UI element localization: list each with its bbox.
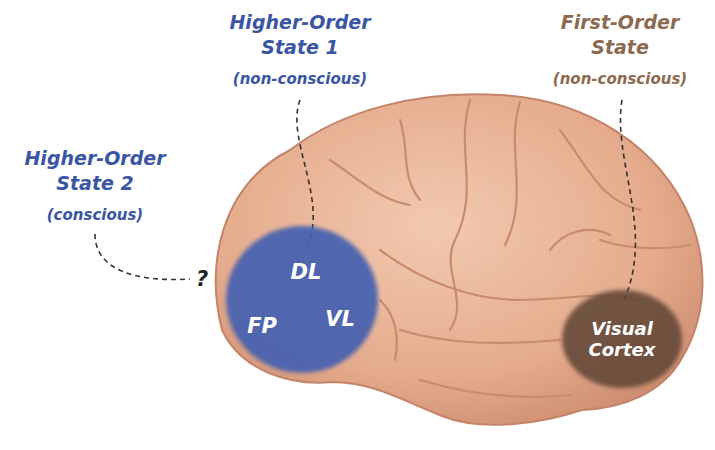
state-note: (non-conscious) [535,70,705,90]
brain-region: Visual Cortex [558,286,686,392]
leader-line [620,100,635,300]
region-label: Visual Cortex [570,319,674,360]
region-label: VL [325,307,355,331]
region-label: FP [247,314,277,338]
state-heading: Higher-Order State 1 [200,10,400,59]
leader-line [95,234,190,279]
brain-outline [216,94,703,425]
region-fill [562,290,682,388]
state-note: (non-conscious) [200,70,400,90]
state-heading: Higher-Order State 2 [5,146,185,195]
region-shape [222,222,382,377]
region-fill [226,226,378,373]
state-note: (conscious) [5,206,185,226]
brain-gyri [330,100,690,397]
brain-region: DL FP VL [222,222,382,377]
region-label: DL [291,260,322,284]
state-heading: First-Order State [535,10,705,59]
question-mark: ? [190,266,214,293]
